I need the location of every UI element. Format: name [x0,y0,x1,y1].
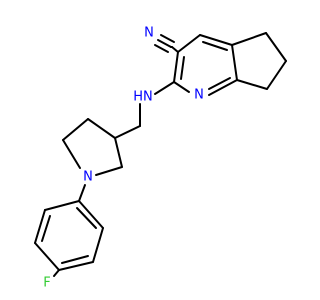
bond-pyr-c5-n [62,139,81,169]
label-fluorine: F [43,276,50,291]
bond-c4a-c5 [231,32,267,46]
label-amine-nh: HN [133,90,153,105]
bond-c2-nh [154,81,175,95]
label-pyridine-n: N [194,88,204,103]
label-pyrrolidine-n: N [83,170,93,185]
bond-c-f [53,269,60,277]
bond-nitrile-triple-c [154,44,169,53]
bond-pyr-c3-c4 [87,118,116,139]
bond-n-aryl [78,184,86,202]
bond-ar-c6-c1-inner [76,207,97,229]
bond-c7-c7a [236,79,268,90]
bond-ar-c6-c1 [78,200,104,229]
bond-ar-c2-c3-inner [41,215,51,242]
bond-c4-c4a-inner [202,41,228,51]
bond-nitrile-triple-b [160,34,175,43]
label-nitrile-n: N [144,26,154,41]
bond-ar-c2-c3 [34,209,46,244]
bond-c7a-n1-inner [208,77,231,90]
bond-c4a-c7a [231,44,238,81]
bond-ch2-c3pyr [114,125,141,139]
molecule-structure: N HN N N F [34,26,287,291]
bond-ar-c3-c4 [34,242,60,271]
bond-c6-c7 [266,60,287,90]
atom-labels: N HN N N F [43,26,204,291]
bond-pyr-c4-c5 [62,118,89,141]
bond-pyr-n-c2 [95,166,123,176]
bond-ar-c4-c5 [58,261,94,271]
bond-cn-c3 [171,46,179,53]
bond-c2-c3 [173,51,179,83]
bond-ar-c5-c6 [92,227,104,263]
bond-c7a-n1 [208,79,238,96]
bonds [34,32,287,277]
bond-n1-c2 [173,81,190,93]
bond-nitrile-triple-a [157,39,172,48]
bond-c5-c6 [265,32,287,62]
bond-c3-c4 [177,34,201,53]
bond-ar-c4-c5-inner [61,255,89,264]
bond-c2-c3-inner [180,56,185,80]
bond-pyr-c2-c3 [114,137,123,168]
bond-c4-c4a [199,34,233,46]
bond-ar-c1-c2 [44,200,80,211]
